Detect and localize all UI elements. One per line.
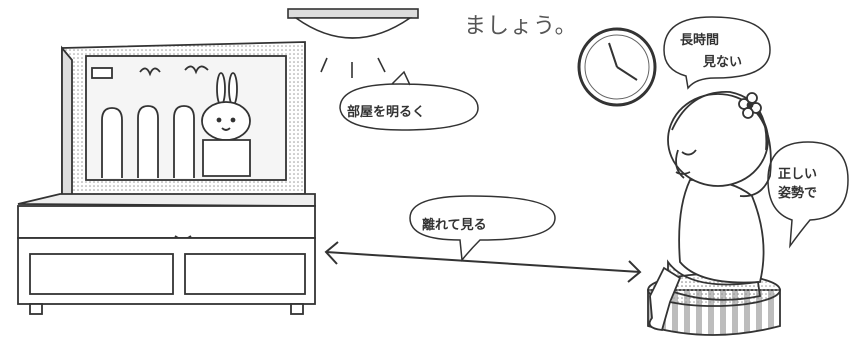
bubble-room-light [339,70,479,131]
bubble-distance [409,195,556,262]
bubble-distance-text: 離れて見る [422,218,487,233]
wall-clock-icon [577,27,657,107]
heading-text: ましょう。 [464,14,578,39]
double-arrow-icon [324,241,642,283]
bubble-posture [767,141,849,249]
television-icon [61,41,306,213]
bubble-long-time [663,16,771,90]
rabbit-character [201,72,251,177]
bubble-long-time-line2: 見ない [703,55,743,70]
child-figure [648,91,772,331]
ceiling-light-icon [287,8,419,78]
bubble-posture-line2: 姿勢で [778,186,818,201]
bubble-posture-line1: 正しい [778,167,818,182]
hair-flower-icon [738,92,762,119]
bubble-room-light-text: 部屋を明るく [347,105,426,120]
bubble-long-time-line1: 長時間 [680,33,720,48]
tv-cabinet [17,193,316,315]
